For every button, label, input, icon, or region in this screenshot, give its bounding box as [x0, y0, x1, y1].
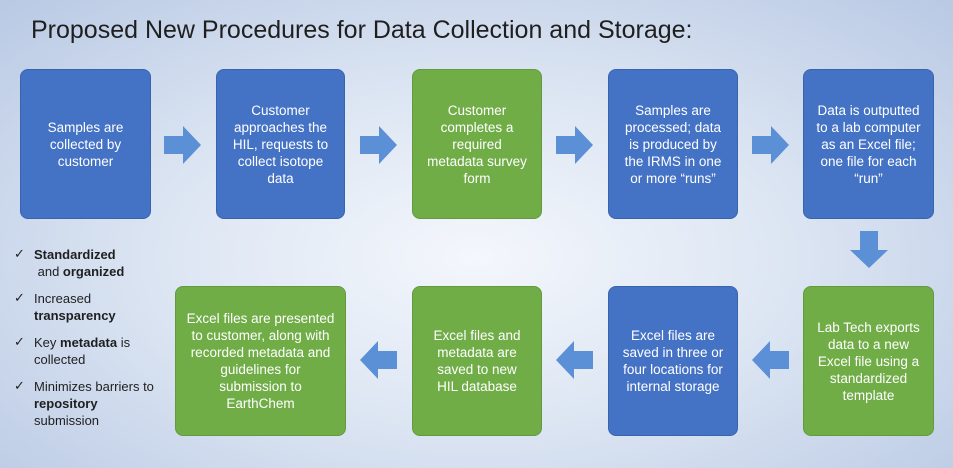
step-6-box: Lab Tech exports data to a new Excel fil…	[803, 286, 934, 436]
step-9-text: Excel files are presented to customer, a…	[186, 311, 335, 411]
step-4-text: Samples are processed; data is produced …	[624, 102, 722, 186]
arrow-right-icon	[164, 126, 201, 164]
check-icon: ✓	[14, 247, 25, 262]
check-icon: ✓	[14, 379, 25, 394]
step-2-box: Customer approaches the HIL, requests to…	[216, 69, 345, 219]
step-3-text: Customer completes a required metadata s…	[427, 102, 527, 186]
arrow-down-icon	[850, 231, 888, 268]
step-9-box: Excel files are presented to customer, a…	[175, 286, 346, 436]
benefits-checklist: ✓ Standardized and organized ✓ Increased…	[14, 246, 164, 439]
benefit-item: ✓ Standardized and organized	[14, 247, 125, 279]
page-title: Proposed New Procedures for Data Collect…	[31, 16, 693, 44]
check-icon: ✓	[14, 291, 25, 306]
step-7-box: Excel files are saved in three or four l…	[608, 286, 738, 436]
step-8-box: Excel files and metadata are saved to ne…	[412, 286, 542, 436]
check-icon: ✓	[14, 335, 25, 350]
benefit-bold: transparency	[34, 308, 116, 323]
step-7-text: Excel files are saved in three or four l…	[622, 328, 724, 394]
step-3-box: Customer completes a required metadata s…	[412, 69, 542, 219]
arrow-right-icon	[360, 126, 397, 164]
step-1-text: Samples are collected by customer	[47, 119, 124, 169]
arrow-left-icon	[360, 341, 397, 379]
step-8-text: Excel files and metadata are saved to ne…	[433, 328, 521, 394]
benefit-item: ✓ Key metadata is collected	[14, 335, 131, 367]
step-1-box: Samples are collected by customer	[20, 69, 151, 219]
step-4-box: Samples are processed; data is produced …	[608, 69, 738, 219]
arrow-right-icon	[556, 126, 593, 164]
step-5-text: Data is outputted to a lab computer as a…	[816, 102, 921, 186]
benefit-bold: metadata	[60, 335, 118, 350]
step-2-text: Customer approaches the HIL, requests to…	[232, 102, 329, 186]
arrow-left-icon	[556, 341, 593, 379]
step-6-text: Lab Tech exports data to a new Excel fil…	[817, 319, 920, 403]
benefit-item: ✓ Increased transparency	[14, 291, 116, 323]
step-5-box: Data is outputted to a lab computer as a…	[803, 69, 934, 219]
benefit-bold: Standardized	[34, 247, 116, 262]
arrow-right-icon	[752, 126, 789, 164]
benefit-bold: repository	[34, 396, 98, 411]
benefit-item: ✓ Minimizes barriers to repository submi…	[14, 379, 154, 428]
arrow-left-icon	[752, 341, 789, 379]
benefit-bold: organized	[62, 264, 125, 279]
